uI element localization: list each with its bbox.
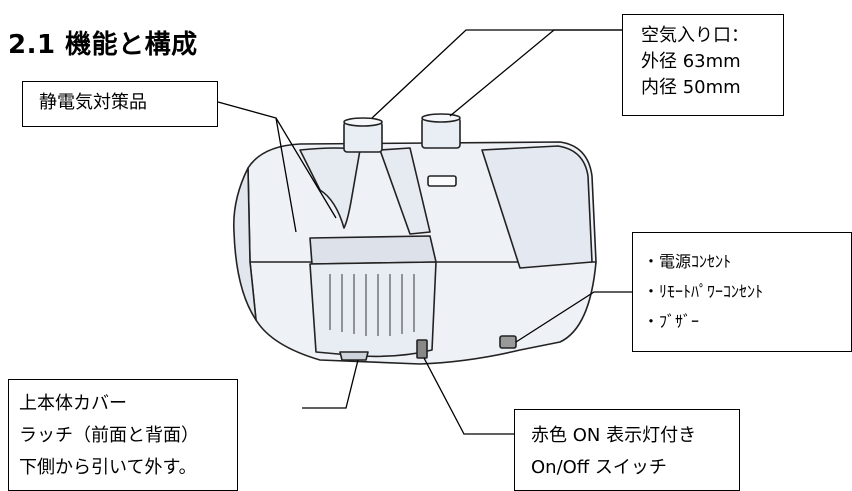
cover-latch-line-1: 上本体カバー xyxy=(19,393,127,414)
rear-panel-item-remote: ・ﾘﾓｰﾄﾊﾟﾜｰｺﾝｾﾝﾄ xyxy=(643,282,764,301)
air-inlet-line-2: 外径 63mm xyxy=(641,51,741,72)
air-inlet-line-1: 空気入り口： xyxy=(641,25,749,46)
antistatic-label: 静電気対策品 xyxy=(39,92,147,113)
front-latch-panel xyxy=(309,235,437,265)
rear-panel-item-power: ・電源ｺﾝｾﾝﾄ xyxy=(643,252,732,271)
power-switch xyxy=(416,339,428,359)
rear-connector xyxy=(499,335,517,349)
label-plate xyxy=(427,175,457,187)
power-switch-line-2: On/Off スイッチ xyxy=(531,457,667,478)
leader-air-inlet xyxy=(371,29,622,119)
power-switch-line-1: 赤色 ON 表示灯付き xyxy=(531,425,697,446)
cover-latch-line-2: ラッチ（前面と背面） xyxy=(19,425,199,446)
callout-rear-panel: ・電源ｺﾝｾﾝﾄ ・ﾘﾓｰﾄﾊﾟﾜｰｺﾝｾﾝﾄ ・ﾌﾞｻﾞｰ xyxy=(632,232,852,352)
section-heading: 2.1 機能と構成 xyxy=(8,30,198,60)
callout-cover-latch: 上本体カバー ラッチ（前面と背面） 下側から引いて外す。 xyxy=(8,379,238,491)
vent-slots xyxy=(329,274,415,336)
left-end-cap xyxy=(232,167,257,321)
callout-air-inlet: 空気入り口： 外径 63mm 内径 50mm xyxy=(622,14,784,116)
rear-panel-item-buzzer: ・ﾌﾞｻﾞｰ xyxy=(643,312,700,331)
top-ridge xyxy=(299,147,361,229)
air-inlet-line-3: 内径 50mm xyxy=(641,77,741,98)
leader-power-switch xyxy=(423,357,514,435)
leader-rear-panel xyxy=(515,291,632,343)
callout-antistatic: 静電気対策品 xyxy=(22,81,218,127)
leader-cover-latch xyxy=(302,359,359,409)
cover-latch-line-3: 下側から引いて外す。 xyxy=(19,457,197,478)
callout-power-switch: 赤色 ON 表示灯付き On/Off スイッチ xyxy=(514,409,740,491)
